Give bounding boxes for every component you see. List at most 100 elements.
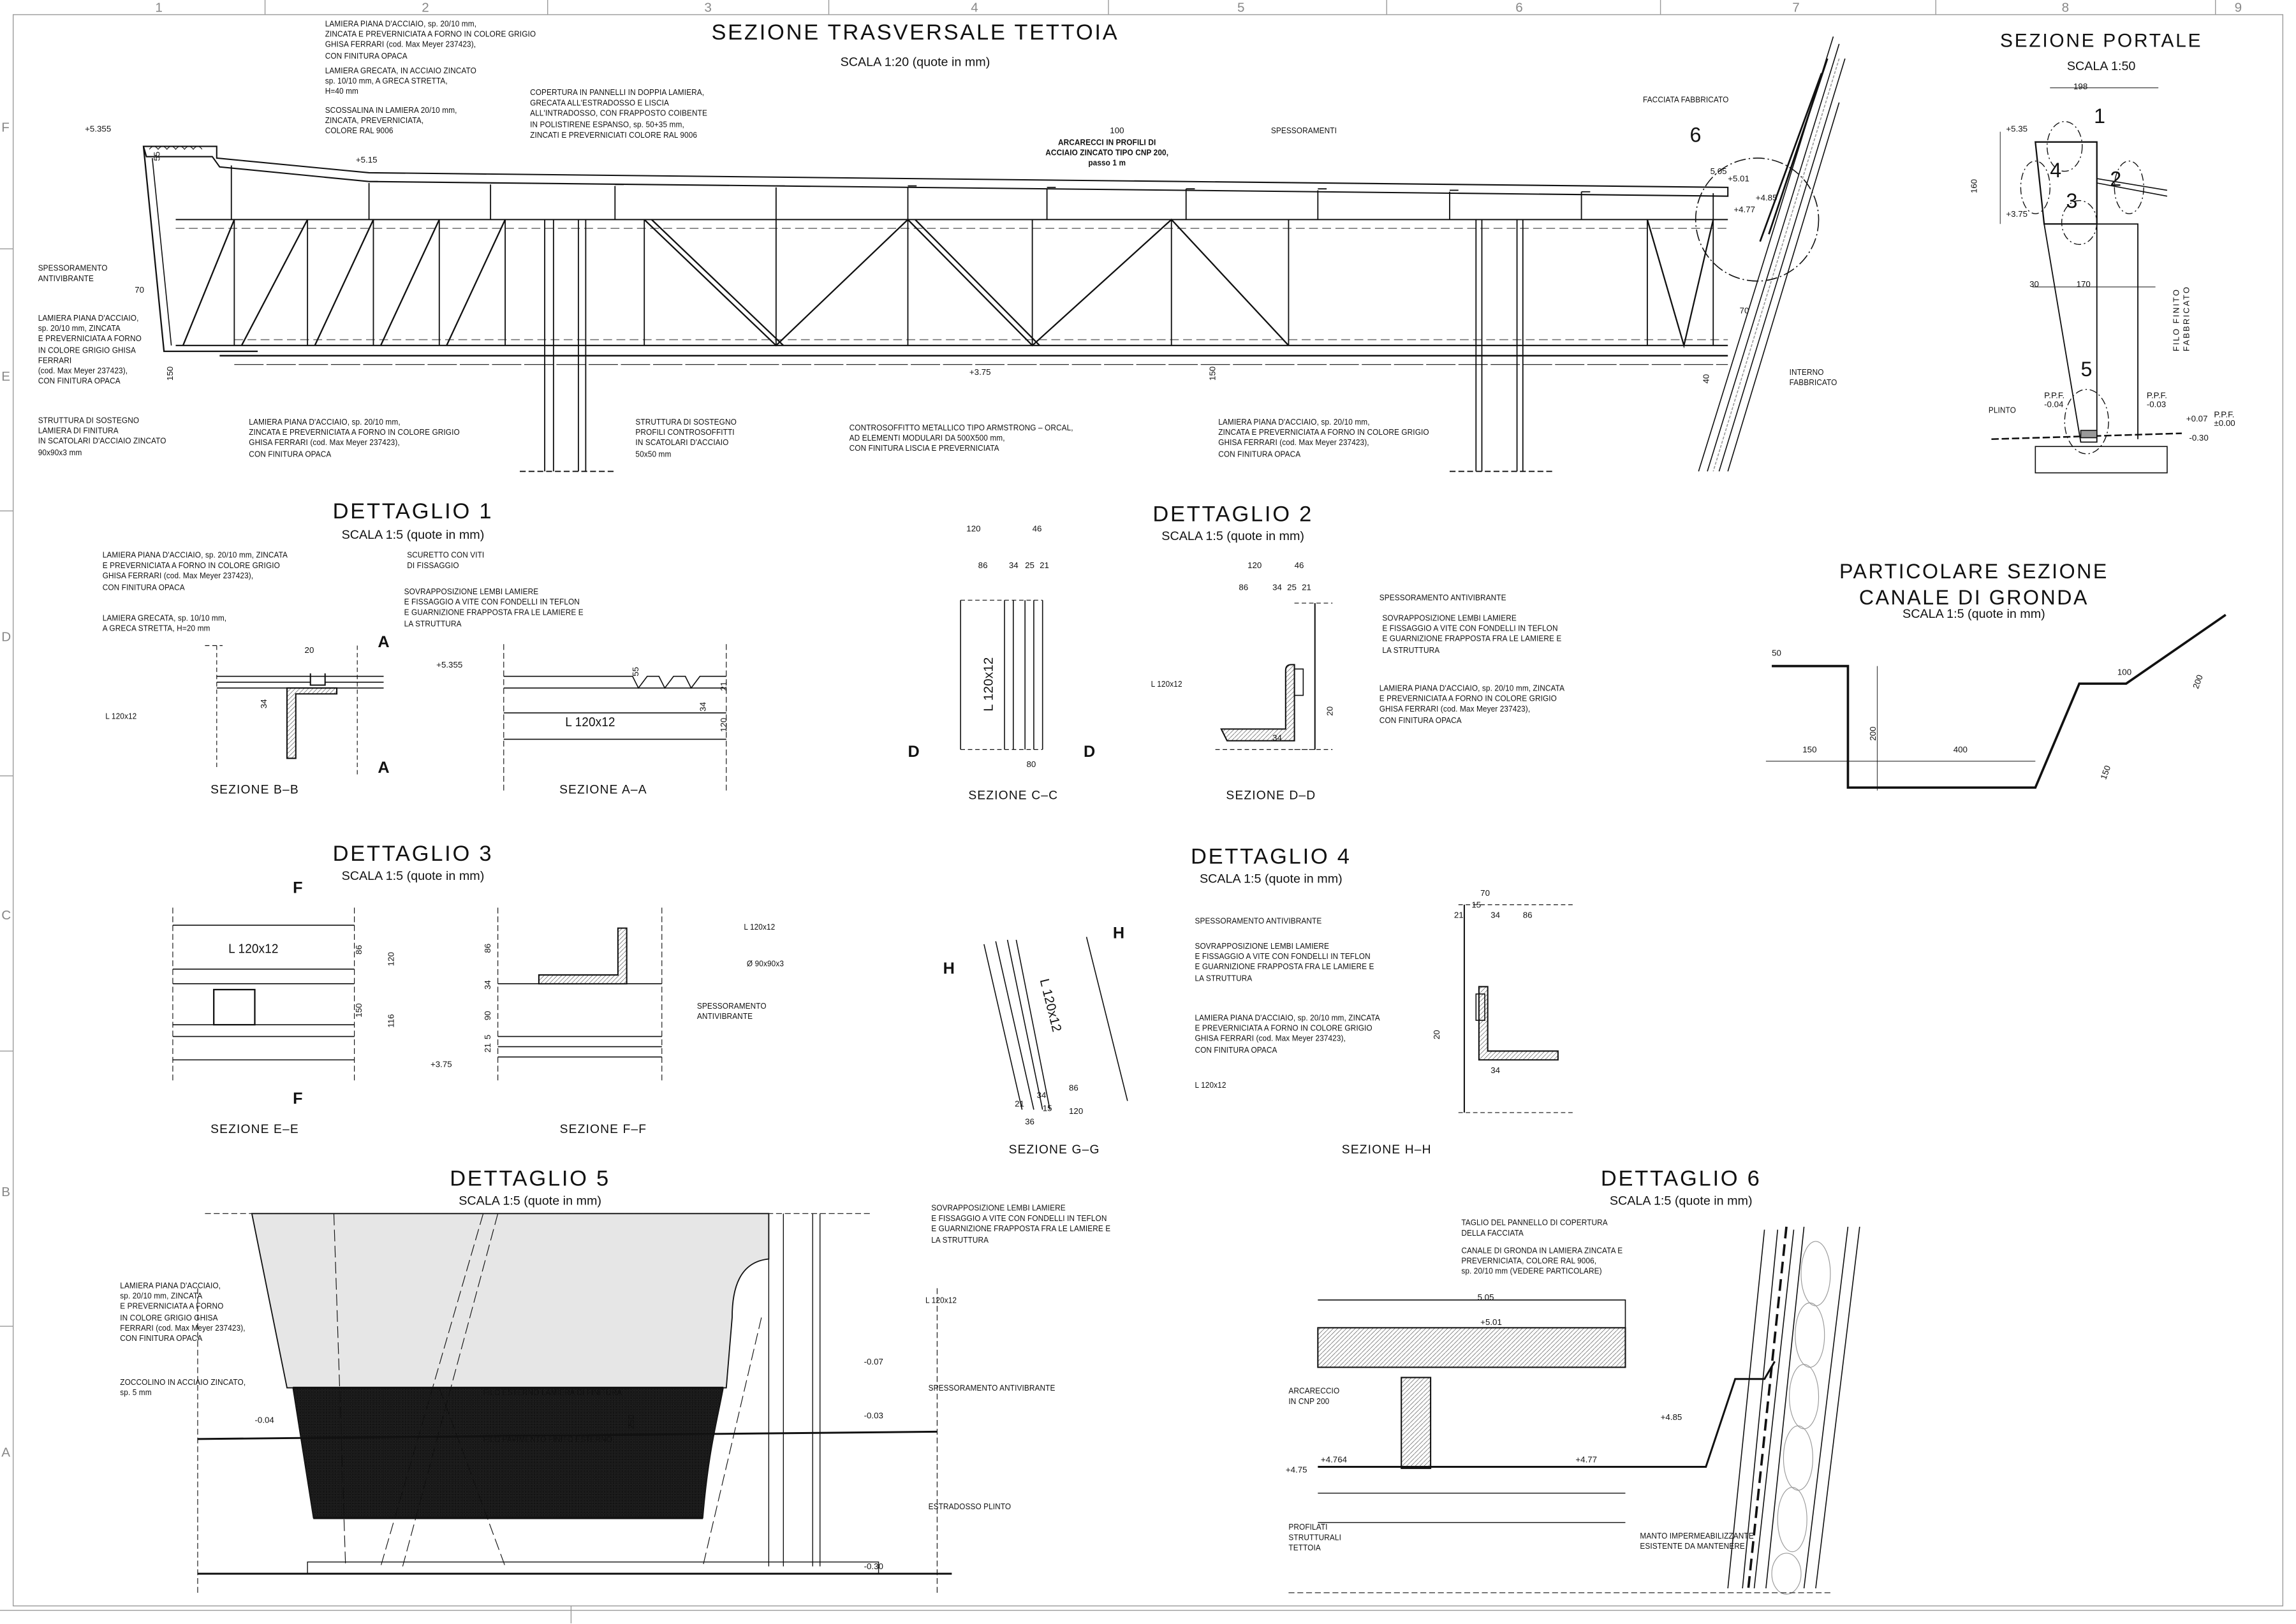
d5-level-003: -0.03: [864, 1412, 883, 1422]
note-lamiera-bottom-1: LAMIERA PIANA D'ACCIAIO, sp. 20/10 mm, Z…: [249, 418, 460, 460]
detail-6-callout-circle: [1695, 157, 1820, 282]
d2-note-lamiera: LAMIERA PIANA D'ACCIAIO, sp. 20/10 mm, Z…: [1379, 685, 1565, 726]
ff-note-angolare: L 120x12: [744, 923, 776, 933]
detail-2-scale: SCALA 1:5 (quote in mm): [1161, 528, 1305, 543]
ff-dim-21: 21: [484, 1042, 494, 1053]
d6-level-475: +4.75: [1285, 1467, 1307, 1476]
detail-4-drawing: [1458, 904, 1573, 1113]
portal-dim-30: 30: [2029, 281, 2039, 290]
gutter-dim-400: 400: [1953, 746, 1968, 756]
d2-dim-120: 120: [1247, 562, 1262, 571]
grid-row-f: F: [1, 120, 10, 135]
d1-note-grecata: LAMIERA GRECATA, sp. 10/10 mm, A GRECA S…: [102, 615, 227, 634]
d5-note-filo-esterno: FILO ESTERNO LAMIERA DI FINITURA: [483, 1389, 622, 1398]
d6-level-501: +5.01: [1480, 1319, 1502, 1328]
d6-level-477: +4.77: [1575, 1456, 1598, 1466]
d3-level: +3.75: [430, 1061, 452, 1071]
cc-dim-86: 86: [978, 562, 988, 571]
note-struttura-controsoffitti: STRUTTURA DI SOSTEGNO PROFILI CONTROSOFF…: [635, 418, 737, 460]
d6-level-485: +4.85: [1660, 1414, 1682, 1423]
grid-row-e: E: [1, 369, 11, 384]
d6-level-505: 5.05: [1477, 1294, 1494, 1303]
level-515: +5.15: [355, 156, 378, 166]
dim-70: 70: [135, 287, 145, 296]
section-mark-f-bottom: F: [293, 1090, 303, 1109]
d4-dim-86: 86: [1522, 912, 1533, 921]
d4-dim-20: 20: [1433, 1030, 1443, 1040]
d1-aa-dim-120: 120: [720, 717, 730, 732]
portal-title: SEZIONE PORTALE: [2000, 29, 2203, 52]
note-spessoramenti: SPESSORAMENTI: [1270, 127, 1337, 136]
detail-6-title: DETTAGLIO 6: [1600, 1166, 1762, 1192]
ee-dim-120: 120: [388, 952, 397, 967]
cc-dim-120: 120: [966, 525, 981, 535]
level-485: +4.85: [1755, 194, 1777, 204]
ff-dim-90: 90: [484, 1011, 494, 1021]
d2-dim-25: 25: [1287, 584, 1297, 593]
section-aa-label: SEZIONE A–A: [559, 782, 647, 796]
portal-callout-2: 2: [2110, 166, 2122, 191]
d6-note-manto: MANTO IMPERMEABILIZZANTE ESISTENTE DA MA…: [1640, 1532, 1754, 1553]
portal-dim-198: 198: [2073, 83, 2088, 92]
portal-scale: SCALA 1:50: [2066, 58, 2136, 73]
truss-verticals: [233, 219, 1714, 346]
d4-dim-21: 21: [1453, 912, 1464, 921]
gg-dim-21: 21: [1015, 1101, 1024, 1110]
note-interno: INTERNO FABBRICATO: [1789, 369, 1837, 388]
portal-drawing: [1991, 87, 2182, 474]
portal-level-007: +0.07: [2186, 416, 2208, 425]
d2-note-angolare: L 120x12: [1151, 680, 1182, 690]
d5-level-030: -0.30: [864, 1563, 883, 1572]
note-lamiera-left: LAMIERA PIANA D'ACCIAIO, sp. 20/10 mm, Z…: [38, 314, 142, 387]
gg-dim-120: 120: [1069, 1108, 1084, 1117]
d2-note-spessoramento: SPESSORAMENTO ANTIVIBRANTE: [1379, 594, 1506, 603]
note-lamiera-bottom-2: LAMIERA PIANA D'ACCIAIO, sp. 20/10 mm, Z…: [1218, 418, 1429, 460]
level-505: 5.05: [1710, 168, 1727, 177]
d5-dim-250: 250: [628, 1414, 637, 1429]
portal-callout-1: 1: [2094, 104, 2106, 128]
section-gg-label: SEZIONE G–G: [1008, 1141, 1100, 1157]
detail-3-scale: SCALA 1:5 (quote in mm): [341, 868, 485, 883]
ff-note-spessoramento: SPESSORAMENTO ANTIVIBRANTE: [696, 1002, 767, 1023]
dim-100: 100: [1110, 127, 1124, 136]
cc-angolare: L 120x12: [981, 657, 996, 712]
detail-2-title: DETTAGLIO 2: [1152, 502, 1313, 527]
d1-aa-dim-21: 21: [720, 681, 730, 691]
ff-dim-34: 34: [484, 980, 494, 990]
d4-dim-70: 70: [1480, 889, 1490, 899]
section-mark-d-right: D: [1083, 743, 1096, 761]
d5-note-angolare: L 120x12: [925, 1297, 957, 1306]
grid-col-5: 5: [1237, 0, 1245, 15]
note-spessoramento-antivibrante: SPESSORAMENTO ANTIVIBRANTE: [38, 265, 108, 284]
main-section-drawing: [142, 36, 1846, 472]
dim-70-right: 70: [1739, 307, 1749, 316]
portal-level-ppf-004: P.P.F. -0.04: [2044, 392, 2065, 410]
main-section-title: SEZIONE TRASVERSALE TETTOIA: [711, 20, 1119, 46]
d4-note-sovrapposizione: SOVRAPPOSIZIONE LEMBI LAMIERE E FISSAGGI…: [1195, 942, 1374, 983]
d3-ee-angolare: L 120x12: [228, 941, 279, 956]
ee-dim-86: 86: [355, 945, 365, 955]
gutter-title: PARTICOLARE SEZIONE CANALE DI GRONDA: [1839, 559, 2108, 610]
d1-note-sovrapposizione: SOVRAPPOSIZIONE LEMBI LAMIERE E FISSAGGI…: [404, 588, 584, 629]
section-mark-h-left: H: [943, 960, 955, 978]
ff-dim-86: 86: [484, 943, 494, 953]
gutter-dim-100: 100: [2117, 669, 2132, 678]
grid-col-2: 2: [422, 0, 429, 15]
d1-dim-34: 34: [260, 699, 270, 709]
portal-dim-160: 160: [1971, 179, 1980, 194]
portal-level-375: +3.75: [2006, 210, 2028, 220]
portal-filo-label: FILO FINITO FABBRICATO: [2173, 285, 2193, 352]
d2-dim-20: 20: [1327, 706, 1336, 716]
detail-6-drawing: [1288, 1226, 1860, 1595]
note-controsoffitto: CONTROSOFFITTO METALLICO TIPO ARMSTRONG …: [849, 424, 1073, 455]
portal-callout-4: 4: [2050, 157, 2062, 182]
section-dd-label: SEZIONE D–D: [1226, 787, 1316, 803]
d2-dim-21: 21: [1302, 584, 1311, 593]
grid-col-8: 8: [2061, 0, 2070, 15]
d6-note-profilati: PROFILATI STRUTTURALI TETTOIA: [1288, 1524, 1341, 1554]
facade: [1698, 36, 1846, 472]
note-arcarecci: ARCARECCI IN PROFILI DI ACCIAIO ZINCATO …: [1045, 139, 1169, 169]
d6-note-taglio: TAGLIO DEL PANNELLO DI COPERTURA DELLA F…: [1461, 1219, 1608, 1239]
